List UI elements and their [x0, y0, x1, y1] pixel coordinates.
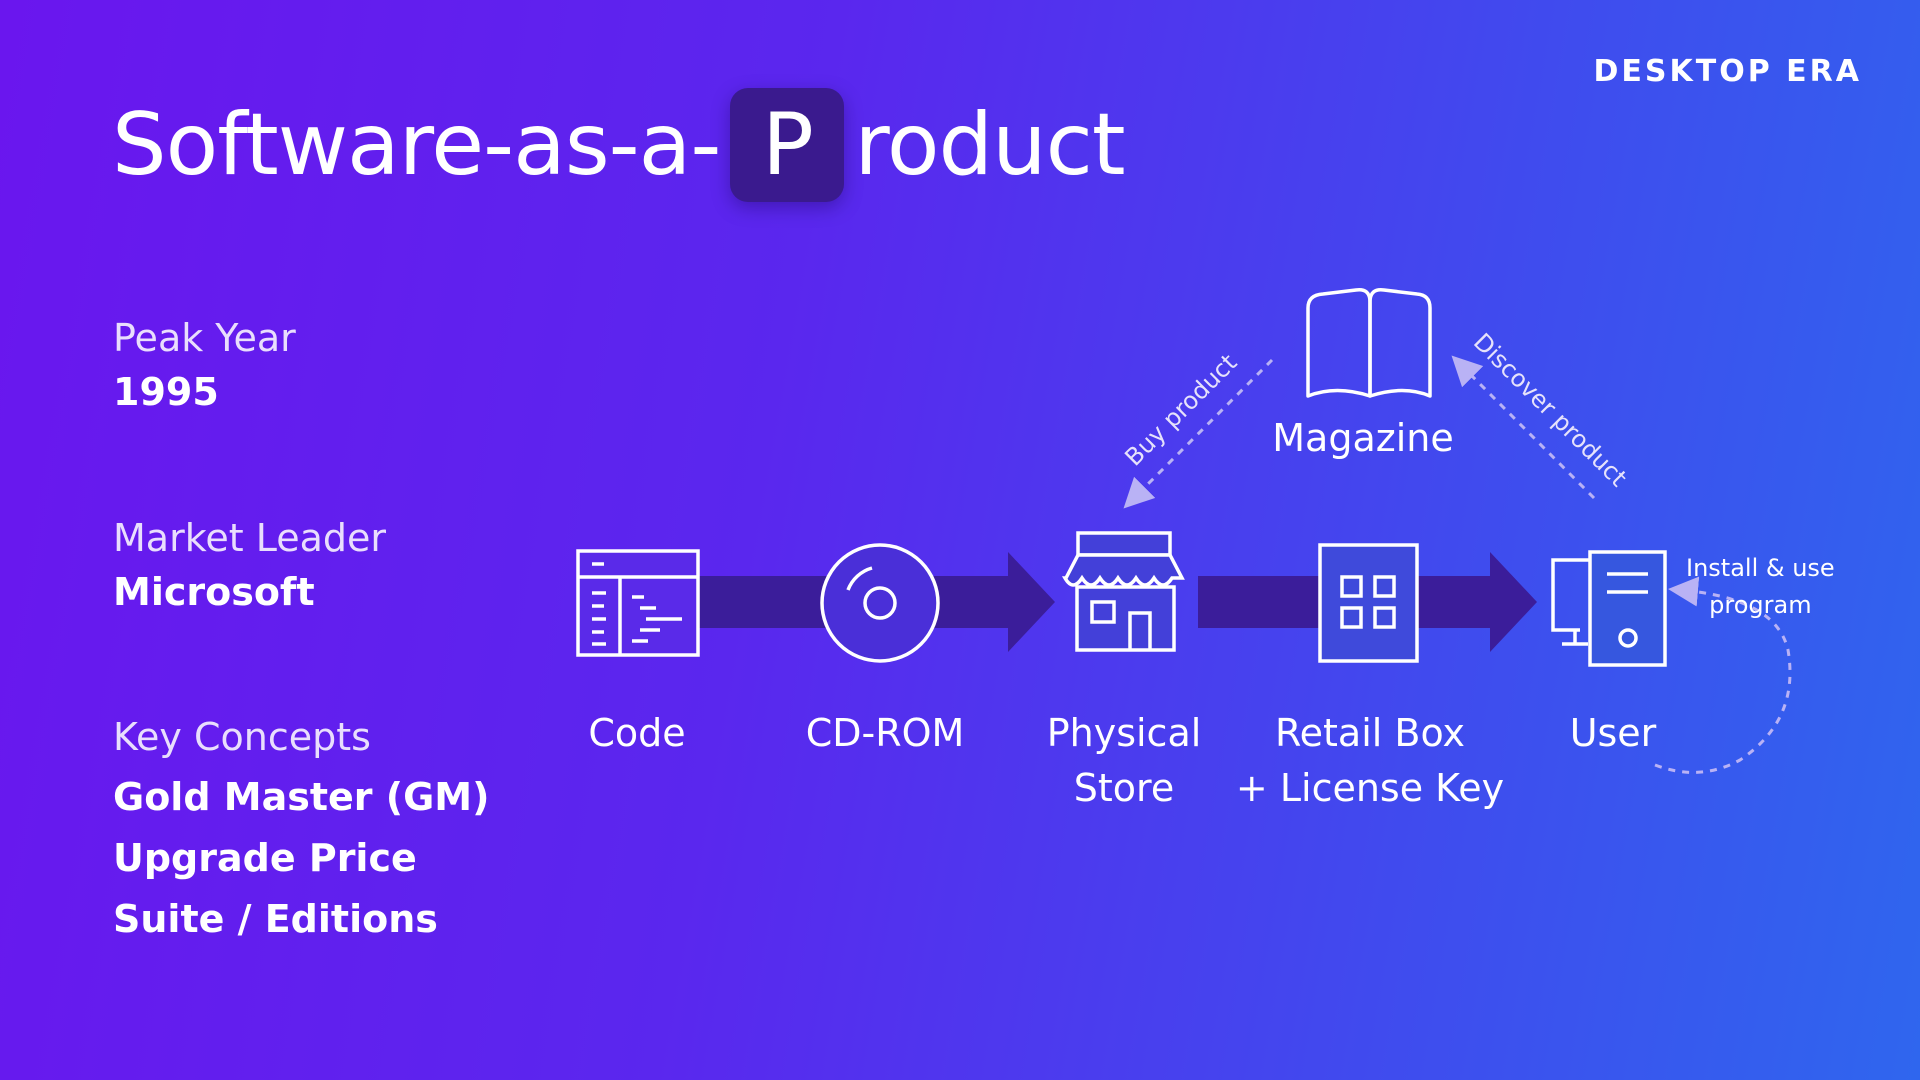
title-suffix: roduct [854, 95, 1125, 195]
install-label-line2: program [1709, 591, 1812, 619]
market-leader-value: Microsoft [113, 570, 315, 614]
key-concepts-list: Gold Master (GM) Upgrade Price Suite / E… [113, 767, 489, 950]
title-prefix: Software-as-a- [112, 95, 721, 195]
cd-rom-icon [820, 543, 940, 663]
edge-label-install-use: Install & use program [1686, 550, 1835, 624]
page-title: Software-as-a- P roduct [112, 88, 1126, 202]
node-label-user: User [1569, 711, 1657, 755]
store-label-line1: Physical [1046, 711, 1202, 755]
magazine-book-icon [1306, 288, 1432, 398]
key-concepts-label: Key Concepts [113, 715, 371, 759]
key-concept-item: Upgrade Price [113, 836, 417, 880]
retail-box-icon [1318, 543, 1419, 663]
user-computer-icon [1551, 550, 1667, 667]
node-label-code: Code [588, 711, 686, 755]
key-concept-item: Suite / Editions [113, 897, 438, 941]
node-label-magazine: Magazine [1272, 416, 1454, 460]
retail-box-label-line2: + License Key [1235, 766, 1505, 810]
key-concepts-block: Key Concepts Gold Master (GM) Upgrade Pr… [113, 715, 489, 950]
install-label-line1: Install & use [1686, 554, 1835, 582]
node-label-physical-store: Physical Store [1047, 706, 1202, 816]
buy-product-arrow [1123, 358, 1274, 509]
market-leader-label: Market Leader [113, 516, 386, 560]
discover-product-arrow [1451, 355, 1596, 500]
store-label-line2: Store [1073, 766, 1175, 810]
key-concept-item: Gold Master (GM) [113, 775, 490, 819]
peak-year-block: Peak Year 1995 [113, 316, 296, 414]
node-label-cdrom: CD-ROM [805, 711, 965, 755]
code-window-icon [576, 549, 700, 657]
market-leader-block: Market Leader Microsoft [113, 516, 386, 614]
era-label: DESKTOP ERA [1593, 54, 1862, 89]
physical-store-icon [1061, 531, 1185, 652]
title-highlight-letter: P [730, 88, 845, 202]
peak-year-label: Peak Year [113, 316, 296, 360]
peak-year-value: 1995 [113, 370, 219, 414]
retail-box-label-line1: Retail Box [1274, 711, 1466, 755]
node-label-retail-box: Retail Box + License Key [1236, 706, 1504, 816]
